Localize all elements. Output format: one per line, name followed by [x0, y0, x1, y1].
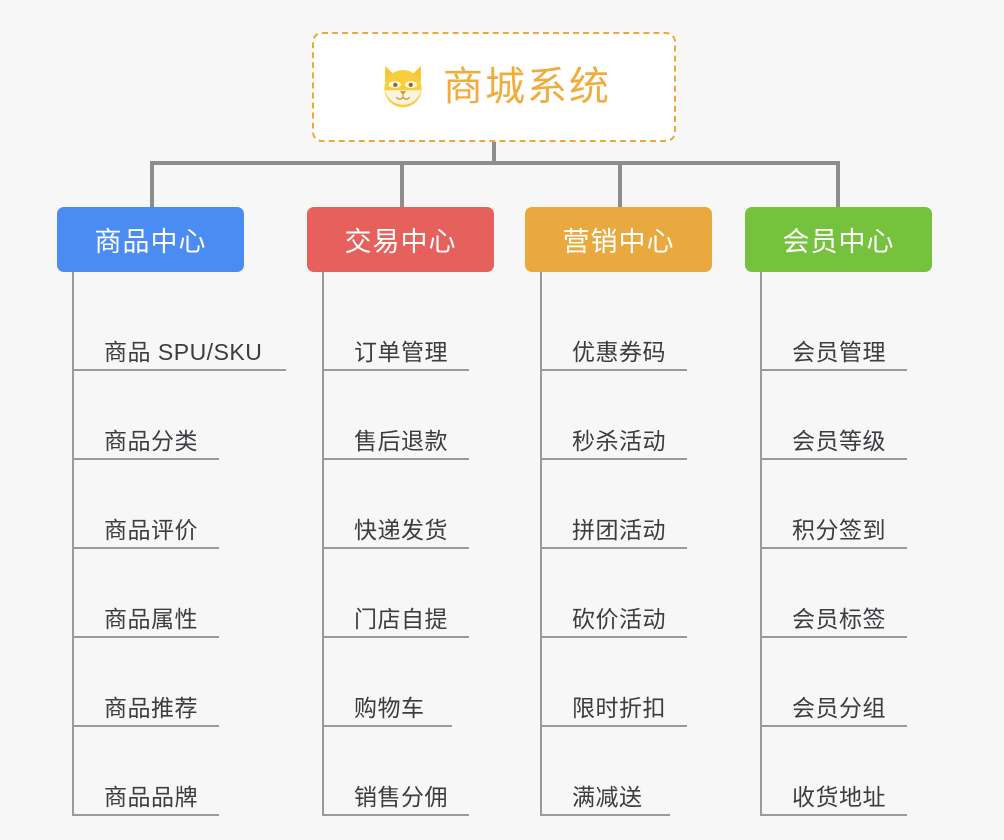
list-item[interactable]: 拼团活动 — [542, 460, 712, 549]
list-item[interactable]: 商品评价 — [74, 460, 262, 549]
leaf-label: 限时折扣 — [572, 694, 666, 721]
root-title: 商城系统 — [443, 65, 611, 109]
category-label: 会员中心 — [782, 227, 895, 257]
leaf-label: 会员分组 — [792, 694, 886, 721]
connector-drop-3 — [618, 161, 622, 207]
category-label: 商品中心 — [94, 227, 207, 257]
list-item[interactable]: 售后退款 — [324, 371, 494, 460]
list-item[interactable]: 购物车 — [324, 638, 494, 727]
leaf-label: 商品评价 — [104, 516, 198, 543]
list-item[interactable]: 满减送 — [542, 727, 712, 816]
list-item[interactable]: 积分签到 — [762, 460, 932, 549]
connector-drop-2 — [400, 161, 404, 207]
leaf-label: 积分签到 — [792, 516, 886, 543]
list-item[interactable]: 砍价活动 — [542, 549, 712, 638]
leaf-label: 售后退款 — [354, 427, 448, 454]
list-item[interactable]: 商品品牌 — [74, 727, 262, 816]
category-label: 交易中心 — [344, 227, 457, 257]
list-item[interactable]: 商品分类 — [74, 371, 262, 460]
leaf-label: 订单管理 — [354, 338, 448, 365]
leaf-label: 优惠券码 — [572, 338, 666, 365]
leaf-label: 购物车 — [354, 694, 425, 721]
list-item[interactable]: 快递发货 — [324, 460, 494, 549]
leaf-label: 销售分佣 — [354, 783, 448, 810]
leaf-label: 会员等级 — [792, 427, 886, 454]
leaf-list-member-center: 会员管理 会员等级 积分签到 会员标签 会员分组 收货地址 — [760, 272, 932, 816]
branch-member-center: 会员中心 会员管理 会员等级 积分签到 会员标签 会员分组 收货地址 — [745, 207, 932, 816]
leaf-label: 满减送 — [572, 783, 643, 810]
leaf-label: 秒杀活动 — [572, 427, 666, 454]
leaf-list-product-center: 商品 SPU/SKU 商品分类 商品评价 商品属性 商品推荐 商品品牌 — [72, 272, 287, 816]
leaf-label: 拼团活动 — [572, 516, 666, 543]
list-item[interactable]: 会员等级 — [762, 371, 932, 460]
branch-trade-center: 交易中心 订单管理 售后退款 快递发货 门店自提 购物车 销售分佣 — [307, 207, 494, 816]
list-item[interactable]: 商品推荐 — [74, 638, 262, 727]
category-box-trade-center[interactable]: 交易中心 — [307, 207, 494, 272]
root-node[interactable]: 商城系统 — [312, 32, 676, 142]
list-item[interactable]: 秒杀活动 — [542, 371, 712, 460]
category-box-member-center[interactable]: 会员中心 — [745, 207, 932, 272]
connector-drop-1 — [150, 161, 154, 207]
leaf-label: 商品推荐 — [104, 694, 198, 721]
list-item[interactable]: 限时折扣 — [542, 638, 712, 727]
branch-product-center: 商品中心 商品 SPU/SKU 商品分类 商品评价 商品属性 商品推荐 商品品牌 — [57, 207, 287, 816]
leaf-label: 商品品牌 — [104, 783, 198, 810]
connector-drop-4 — [836, 161, 840, 207]
list-item[interactable]: 订单管理 — [324, 282, 494, 371]
list-item[interactable]: 收货地址 — [762, 727, 932, 816]
shiba-dog-face-icon — [384, 65, 422, 108]
leaf-list-trade-center: 订单管理 售后退款 快递发货 门店自提 购物车 销售分佣 — [322, 272, 494, 816]
list-item[interactable]: 优惠券码 — [542, 282, 712, 371]
list-item[interactable]: 会员管理 — [762, 282, 932, 371]
list-item[interactable]: 会员分组 — [762, 638, 932, 727]
list-item[interactable]: 销售分佣 — [324, 727, 494, 816]
leaf-label: 收货地址 — [792, 783, 886, 810]
leaf-label: 商品属性 — [104, 605, 198, 632]
leaf-label: 快递发货 — [354, 516, 448, 543]
leaf-label: 会员标签 — [792, 605, 886, 632]
list-item[interactable]: 门店自提 — [324, 549, 494, 638]
category-box-product-center[interactable]: 商品中心 — [57, 207, 244, 272]
category-label: 营销中心 — [562, 227, 675, 257]
list-item[interactable]: 会员标签 — [762, 549, 932, 638]
connector-root-stem — [492, 142, 496, 165]
leaf-label: 会员管理 — [792, 338, 886, 365]
list-item[interactable]: 商品属性 — [74, 549, 262, 638]
leaf-label: 商品分类 — [104, 427, 198, 454]
leaf-list-marketing-center: 优惠券码 秒杀活动 拼团活动 砍价活动 限时折扣 满减送 — [540, 272, 712, 816]
list-item[interactable]: 商品 SPU/SKU — [74, 282, 287, 371]
connector-horizontal-bus — [150, 161, 840, 165]
leaf-label: 砍价活动 — [572, 605, 666, 632]
leaf-label: 商品 SPU/SKU — [104, 338, 263, 365]
category-box-marketing-center[interactable]: 营销中心 — [525, 207, 712, 272]
branch-marketing-center: 营销中心 优惠券码 秒杀活动 拼团活动 砍价活动 限时折扣 满减送 — [525, 207, 712, 816]
leaf-label: 门店自提 — [354, 605, 448, 632]
